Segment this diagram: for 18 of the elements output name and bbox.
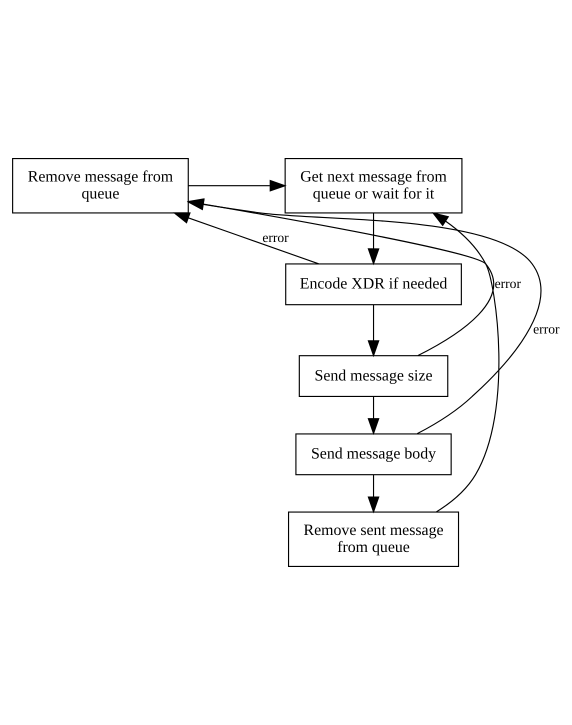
node-box: Send message body	[295, 433, 452, 476]
node-box: Remove message from queue	[12, 158, 189, 214]
node-box: Send message size	[298, 355, 448, 398]
arrow	[186, 198, 542, 434]
arrow	[368, 475, 380, 514]
edge-label: error	[262, 230, 289, 245]
arrow	[432, 212, 500, 513]
arrow	[368, 304, 380, 358]
edge-label: error	[494, 276, 522, 291]
arrow	[368, 213, 380, 266]
arrow	[188, 180, 287, 192]
edge-label: error	[533, 322, 560, 337]
node-box: Get next message from queue or wait for it	[284, 158, 462, 214]
node-box: Encode XDR if needed	[285, 263, 462, 306]
arrow	[368, 396, 380, 436]
node-box: Remove sent message from queue	[288, 512, 460, 568]
arrow	[172, 212, 319, 264]
arrow	[186, 198, 494, 356]
